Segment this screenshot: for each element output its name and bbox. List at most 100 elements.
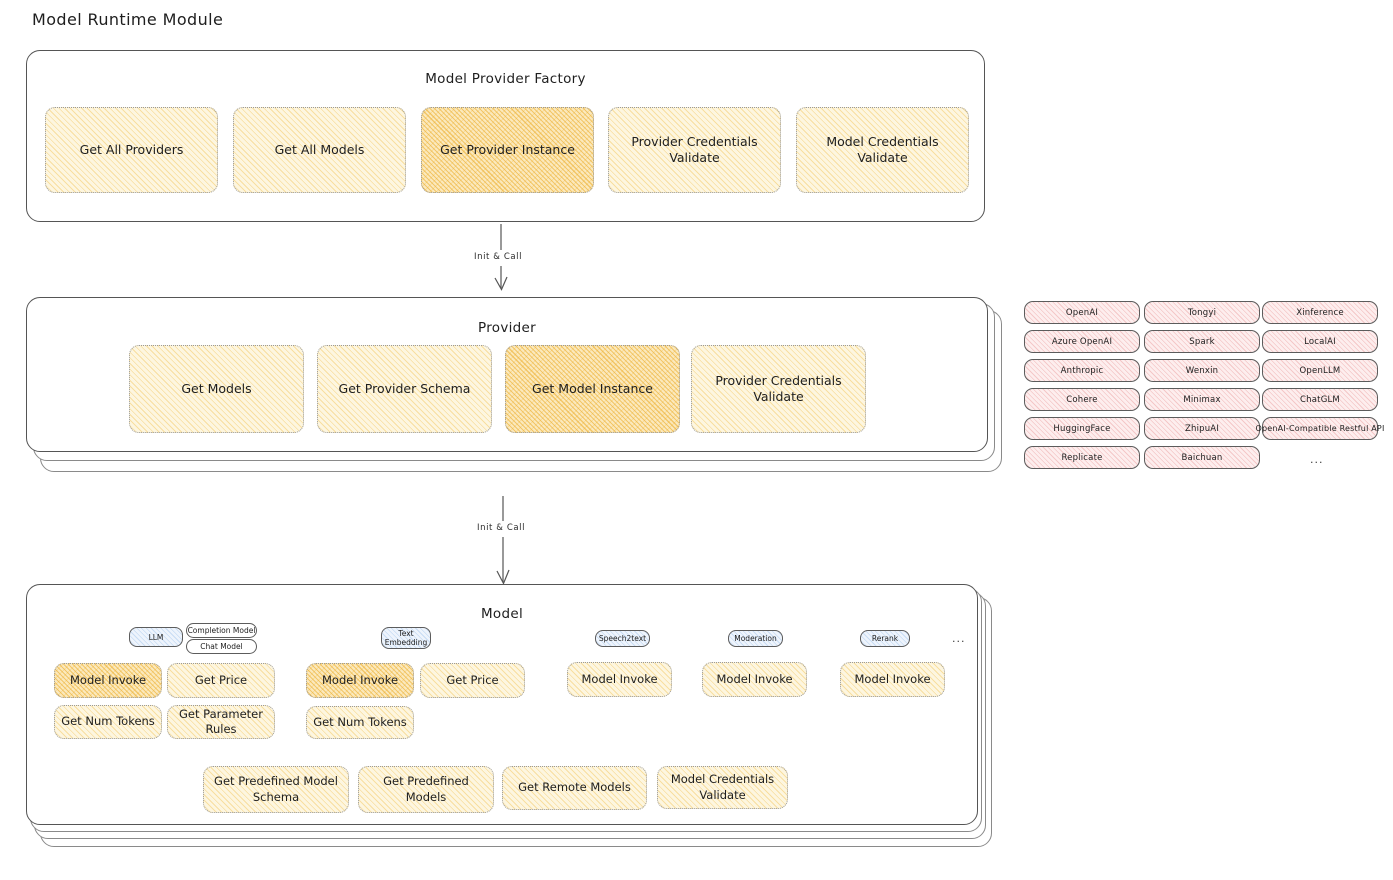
factory-card-model-credentials-validate[interactable]: Model Credentials Validate bbox=[796, 107, 969, 193]
llm-method-model-invoke[interactable]: Model Invoke bbox=[54, 663, 162, 698]
provider-chip-label: Replicate bbox=[1061, 452, 1103, 463]
provider-chip-spark[interactable]: Spark bbox=[1144, 330, 1260, 353]
provider-chip-label: LocalAI bbox=[1304, 336, 1336, 347]
provider-chip-label: OpenLLM bbox=[1299, 365, 1341, 376]
method-label: Model Invoke bbox=[716, 671, 793, 686]
model-provider-factory-title: Model Provider Factory bbox=[425, 71, 586, 87]
llm-method-get-num-tokens[interactable]: Get Num Tokens bbox=[54, 705, 162, 739]
factory-card-provider-credentials-validate[interactable]: Provider Credentials Validate bbox=[608, 107, 781, 193]
model-shared-method-get-remote-models[interactable]: Get Remote Models bbox=[502, 766, 647, 810]
method-label: Model Invoke bbox=[581, 671, 658, 686]
provider-chip-azure-openai[interactable]: Azure OpenAI bbox=[1024, 330, 1140, 353]
model-shared-method-model-credentials-validate[interactable]: Model Credentials Validate bbox=[657, 766, 788, 809]
text-embedding-method-model-invoke[interactable]: Model Invoke bbox=[306, 663, 414, 698]
model-shared-method-get-predefined-models[interactable]: Get Predefined Models bbox=[358, 766, 494, 813]
provider-chip-label: ChatGLM bbox=[1300, 394, 1340, 405]
factory-card-get-provider-instance[interactable]: Get Provider Instance bbox=[421, 107, 594, 193]
provider-chip-label: Spark bbox=[1189, 336, 1215, 347]
provider-chip-label: Wenxin bbox=[1185, 365, 1219, 376]
provider-card-label: Get Models bbox=[181, 380, 252, 396]
provider-chip-chatglm[interactable]: ChatGLM bbox=[1262, 388, 1378, 411]
provider-chip-openai[interactable]: OpenAI bbox=[1024, 301, 1140, 324]
provider-chip-label: Baichuan bbox=[1181, 452, 1223, 463]
provider-chip-label: Anthropic bbox=[1060, 365, 1104, 376]
moderation-method-model-invoke[interactable]: Model Invoke bbox=[702, 662, 807, 697]
method-label: Get Remote Models bbox=[518, 780, 631, 795]
provider-chip-cohere[interactable]: Cohere bbox=[1024, 388, 1140, 411]
arrow-label-factory-to-provider: Init & Call bbox=[474, 252, 523, 262]
provider-card-label: Get Model Instance bbox=[532, 380, 653, 396]
model-type-chip-moderation[interactable]: Moderation bbox=[728, 630, 783, 647]
method-label: Get Num Tokens bbox=[313, 714, 407, 729]
factory-card-label: Model Credentials Validate bbox=[826, 133, 939, 166]
method-label: Model Credentials Validate bbox=[670, 772, 775, 802]
provider-chip-zhipuai[interactable]: ZhipuAI bbox=[1144, 417, 1260, 440]
model-types-more-ellipsis: ... bbox=[952, 632, 966, 645]
provider-card-get-provider-schema[interactable]: Get Provider Schema bbox=[317, 345, 492, 433]
model-shared-method-get-predefined-model-schema[interactable]: Get Predefined Model Schema bbox=[203, 766, 349, 813]
llm-method-get-price[interactable]: Get Price bbox=[167, 663, 275, 698]
rerank-method-model-invoke[interactable]: Model Invoke bbox=[840, 662, 945, 697]
factory-card-label: Provider Credentials Validate bbox=[631, 133, 758, 166]
provider-chip-label: Tongyi bbox=[1187, 307, 1217, 318]
method-label: Get Price bbox=[194, 672, 248, 687]
factory-card-get-all-models[interactable]: Get All Models bbox=[233, 107, 406, 193]
provider-chip-minimax[interactable]: Minimax bbox=[1144, 388, 1260, 411]
provider-chip-label: Xinference bbox=[1296, 307, 1344, 318]
model-type-label: Text Embedding bbox=[384, 629, 428, 647]
provider-chip-replicate[interactable]: Replicate bbox=[1024, 446, 1140, 469]
model-subtype-chip-chat-model[interactable]: Chat Model bbox=[186, 639, 257, 654]
provider-card-get-model-instance[interactable]: Get Model Instance bbox=[505, 345, 680, 433]
provider-chip-baichuan[interactable]: Baichuan bbox=[1144, 446, 1260, 469]
factory-card-label: Get Provider Instance bbox=[440, 141, 575, 157]
method-label: Get Predefined Model Schema bbox=[214, 774, 338, 804]
speech2text-method-model-invoke[interactable]: Model Invoke bbox=[567, 662, 672, 697]
factory-card-label: Get All Models bbox=[274, 141, 365, 157]
model-type-chip-rerank[interactable]: Rerank bbox=[860, 630, 910, 647]
provider-chip-tongyi[interactable]: Tongyi bbox=[1144, 301, 1260, 324]
method-label: Get Price bbox=[446, 672, 499, 687]
model-subtype-label: Completion Model bbox=[187, 626, 256, 635]
model-type-chip-speech2text[interactable]: Speech2text bbox=[595, 630, 650, 647]
provider-card-provider-credentials-validate[interactable]: Provider Credentials Validate bbox=[691, 345, 866, 433]
model-type-label: Rerank bbox=[871, 634, 899, 643]
provider-card-label: Get Provider Schema bbox=[338, 380, 471, 396]
model-type-label: Speech2text bbox=[598, 634, 647, 643]
provider-chip-xinference[interactable]: Xinference bbox=[1262, 301, 1378, 324]
provider-chip-label: HuggingFace bbox=[1053, 423, 1111, 434]
method-label: Get Parameter Rules bbox=[179, 706, 263, 736]
provider-chip-label: ZhipuAI bbox=[1184, 423, 1220, 434]
provider-card-get-models[interactable]: Get Models bbox=[129, 345, 304, 433]
provider-chip-openllm[interactable]: OpenLLM bbox=[1262, 359, 1378, 382]
method-label: Model Invoke bbox=[321, 672, 399, 687]
text-embedding-method-get-num-tokens[interactable]: Get Num Tokens bbox=[306, 706, 414, 739]
arrow-label-provider-to-model: Init & Call bbox=[477, 523, 526, 533]
page-title: Model Runtime Module bbox=[32, 10, 224, 29]
factory-card-get-all-providers[interactable]: Get All Providers bbox=[45, 107, 218, 193]
provider-chip-openai-compatible-restful-api[interactable]: OpenAI-Compatible Restful API bbox=[1256, 417, 1384, 440]
provider-chip-label: OpenAI-Compatible Restful API bbox=[1255, 424, 1385, 433]
model-title: Model bbox=[480, 606, 524, 622]
factory-card-label: Get All Providers bbox=[79, 141, 184, 157]
provider-chip-anthropic[interactable]: Anthropic bbox=[1024, 359, 1140, 382]
model-type-chip-text-embedding[interactable]: Text Embedding bbox=[381, 627, 431, 649]
text-embedding-method-get-price[interactable]: Get Price bbox=[420, 663, 525, 698]
provider-chip-label: Azure OpenAI bbox=[1051, 336, 1113, 347]
provider-title: Provider bbox=[478, 320, 536, 336]
method-label: Get Predefined Models bbox=[383, 774, 469, 804]
method-label: Get Num Tokens bbox=[61, 714, 155, 729]
model-type-chip-llm[interactable]: LLM bbox=[129, 627, 183, 647]
model-type-label: Moderation bbox=[734, 634, 777, 643]
provider-list-more-ellipsis: ... bbox=[1310, 453, 1324, 466]
llm-method-get-parameter-rules[interactable]: Get Parameter Rules bbox=[167, 705, 275, 739]
provider-chip-label: Minimax bbox=[1183, 394, 1221, 405]
method-label: Model Invoke bbox=[69, 672, 147, 687]
provider-chip-label: OpenAI bbox=[1065, 307, 1099, 318]
provider-chip-localai[interactable]: LocalAI bbox=[1262, 330, 1378, 353]
model-type-label: LLM bbox=[148, 632, 164, 642]
provider-chip-huggingface[interactable]: HuggingFace bbox=[1024, 417, 1140, 440]
provider-card-label: Provider Credentials Validate bbox=[715, 372, 842, 405]
provider-chip-wenxin[interactable]: Wenxin bbox=[1144, 359, 1260, 382]
model-subtype-chip-completion-model[interactable]: Completion Model bbox=[186, 623, 257, 638]
method-label: Model Invoke bbox=[854, 671, 931, 686]
